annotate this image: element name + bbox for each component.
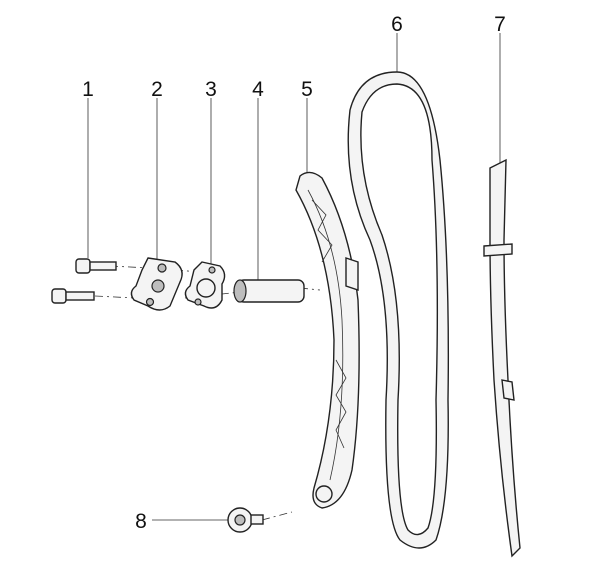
part-8-bolt [227,507,264,533]
callout-4: 4 [252,78,264,101]
callout-3: 3 [205,78,217,101]
callout-5: 5 [301,78,313,101]
part-3-gasket [184,261,226,309]
part-7-guide-rail [483,158,521,558]
leader-lines [87,33,501,521]
callout-1: 1 [82,78,94,101]
part-2-bracket [130,257,183,311]
part-6-timing-chain [347,71,450,549]
callout-7: 7 [494,13,506,36]
part-4-piston [233,279,305,303]
part-1-bolts [51,258,117,304]
callout-labels: 1 2 3 4 5 6 7 8 [82,13,506,533]
callout-8: 8 [135,510,147,533]
callout-2: 2 [151,78,163,101]
callout-6: 6 [391,13,403,36]
part-5-tensioner-rail [295,171,360,509]
